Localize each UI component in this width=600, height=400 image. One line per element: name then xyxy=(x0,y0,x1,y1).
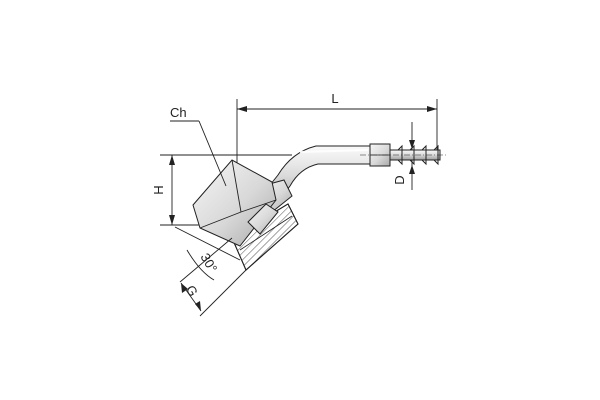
arrow-h-bottom xyxy=(169,215,175,225)
angle-arc xyxy=(186,249,215,281)
arrow-l-left xyxy=(237,106,247,112)
label-g: G xyxy=(183,283,201,299)
extension-line-g xyxy=(179,237,233,283)
hex-nut-edge-1 xyxy=(231,159,242,213)
leader-ch xyxy=(170,120,227,187)
arrow-g-top xyxy=(181,283,188,293)
nut-ring xyxy=(247,203,279,235)
hex-nut-edge-2 xyxy=(199,211,242,229)
label-ch: Ch xyxy=(170,105,187,120)
angle-ref-line xyxy=(174,226,241,261)
label-d: D xyxy=(392,175,407,184)
arrow-d-bottom xyxy=(409,165,415,174)
arrow-l-right xyxy=(427,106,437,112)
label-angle: 30° xyxy=(197,250,220,275)
label-h: H xyxy=(151,185,166,194)
fitting-body xyxy=(192,143,447,271)
arrow-h-top xyxy=(169,155,175,165)
arrow-g-bottom xyxy=(195,301,201,311)
hex-nut-edge-3 xyxy=(240,199,277,213)
dimension-g xyxy=(179,237,247,317)
angle-dimension xyxy=(174,226,241,281)
extension-line-g2 xyxy=(199,269,247,317)
label-l: L xyxy=(331,91,338,106)
arrow-d-top xyxy=(409,140,415,149)
